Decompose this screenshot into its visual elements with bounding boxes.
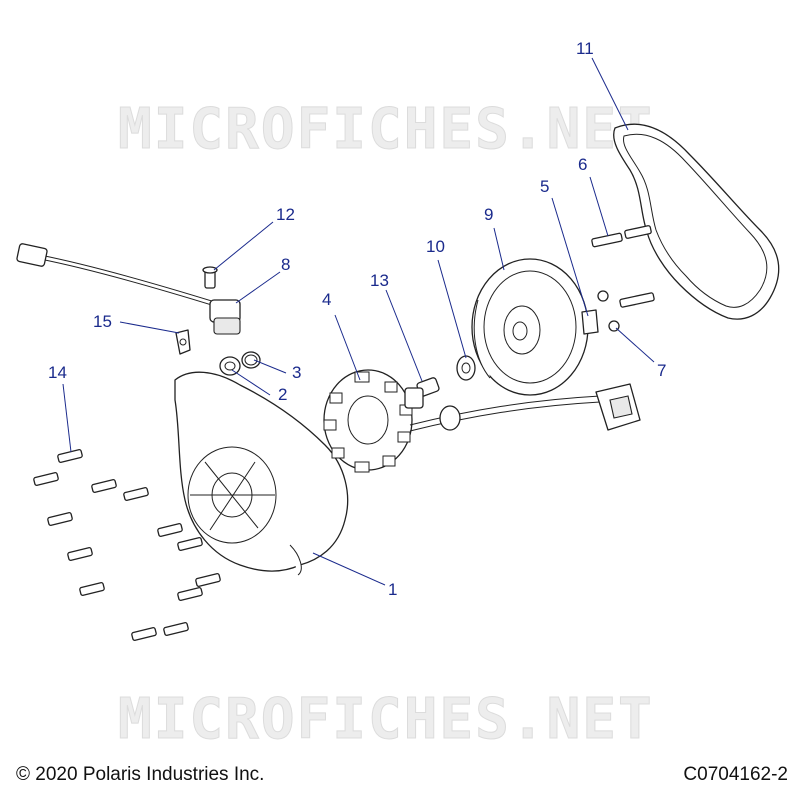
callout-4: 4 bbox=[322, 290, 331, 309]
part-washer bbox=[456, 355, 476, 381]
part-cover bbox=[174, 371, 349, 576]
leader-11 bbox=[591, 57, 629, 131]
leader-4 bbox=[334, 314, 361, 381]
callout-7: 7 bbox=[657, 361, 666, 380]
callout-13: 13 bbox=[370, 271, 389, 290]
callout-12: 12 bbox=[276, 205, 295, 224]
callout-14: 14 bbox=[48, 363, 67, 382]
callout-8: 8 bbox=[281, 255, 290, 274]
part-seal-ring bbox=[219, 351, 261, 376]
part-bolts-6 bbox=[591, 225, 655, 308]
callout-1: 1 bbox=[388, 580, 397, 599]
callout-11: 11 bbox=[576, 39, 594, 58]
callout-9: 9 bbox=[484, 205, 493, 224]
leader-13 bbox=[385, 289, 423, 382]
part-gasket bbox=[613, 123, 780, 320]
callout-5: 5 bbox=[540, 177, 549, 196]
leader-5 bbox=[551, 197, 589, 317]
leader-3 bbox=[253, 359, 287, 374]
leader-8 bbox=[235, 271, 281, 304]
copyright-text: © 2020 Polaris Industries Inc. bbox=[16, 764, 265, 785]
leader-lines bbox=[62, 57, 655, 586]
leader-1 bbox=[312, 552, 386, 586]
callout-6: 6 bbox=[578, 155, 587, 174]
leader-2 bbox=[231, 369, 271, 396]
part-sensor-cable bbox=[16, 243, 241, 335]
watermark-top: MICROFICHES.NET bbox=[118, 97, 654, 162]
callout-10: 10 bbox=[426, 237, 445, 256]
part-bolt-13 bbox=[404, 377, 440, 409]
part-bolts-14 bbox=[33, 448, 221, 642]
leader-15 bbox=[119, 321, 180, 334]
figure-code: C0704162-2 bbox=[683, 764, 788, 785]
callout-2: 2 bbox=[278, 385, 287, 404]
part-flywheel bbox=[471, 258, 589, 396]
callout-15: 15 bbox=[93, 312, 112, 331]
callout-3: 3 bbox=[292, 363, 301, 382]
leader-14 bbox=[62, 383, 72, 453]
leader-12 bbox=[213, 221, 274, 271]
part-bracket-5 bbox=[581, 309, 599, 335]
part-clip bbox=[175, 329, 191, 355]
leader-6 bbox=[589, 176, 609, 237]
part-stator-connector bbox=[409, 383, 641, 432]
watermark-bottom: MICROFICHES.NET bbox=[118, 687, 654, 752]
leader-7 bbox=[615, 327, 655, 363]
part-bolt-12 bbox=[202, 266, 218, 289]
leader-10 bbox=[437, 259, 467, 359]
part-stator bbox=[323, 369, 413, 473]
callouts: 1 2 3 4 5 6 7 8 9 10 11 12 13 14 15 bbox=[48, 39, 666, 599]
leader-9 bbox=[493, 227, 505, 271]
part-screws-7 bbox=[597, 290, 620, 332]
